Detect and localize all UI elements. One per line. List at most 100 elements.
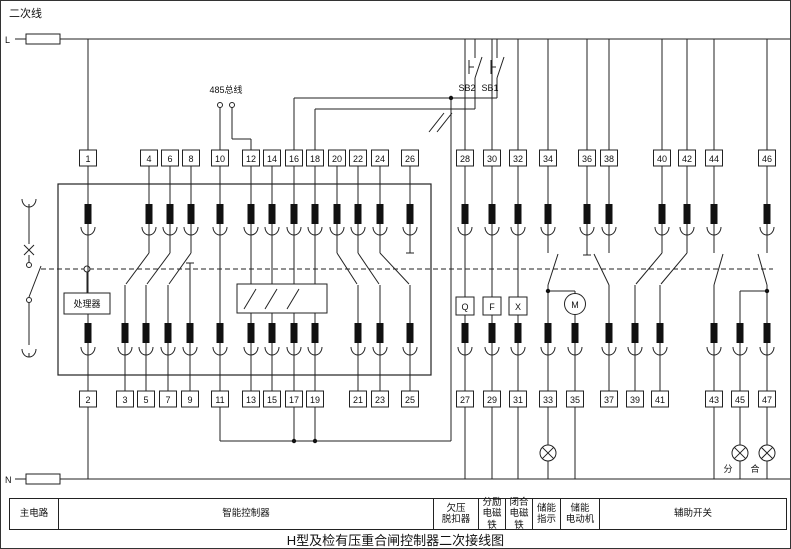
l-drop-wires	[87, 39, 768, 150]
terminal-number: 32	[513, 154, 523, 164]
terminal-number: 27	[460, 395, 470, 405]
socket-arc-icon	[183, 226, 199, 236]
bus-485-node-icon	[217, 102, 223, 108]
plug-pin-icon	[164, 323, 172, 343]
lamp-storage-icon	[539, 444, 557, 462]
socket-arc-icon	[510, 346, 526, 356]
fuse-l	[25, 33, 61, 45]
socket-arc-icon	[540, 346, 556, 356]
controller-internal-wires	[86, 224, 414, 323]
terminal-number: 4	[146, 154, 151, 164]
plug-pin-icon	[216, 204, 224, 224]
plug-pin-icon	[166, 204, 174, 224]
fuse-n	[25, 473, 61, 485]
coil-f-label: F	[489, 302, 495, 312]
diagram-title: H型及检有压重合闸控制器二次接线图	[286, 533, 505, 548]
socket-arc-icon	[510, 226, 526, 236]
terminal-number: 45	[735, 395, 745, 405]
plug-pin-icon	[311, 323, 319, 343]
terminal-number: 41	[655, 395, 665, 405]
socket-arc-icon	[350, 346, 366, 356]
plug-pin-icon	[514, 204, 522, 224]
plug-pin-icon	[583, 204, 591, 224]
legend-smart-controller: 智能控制器	[58, 498, 434, 530]
socket-arc-icon	[457, 226, 473, 236]
terminal-number: 9	[187, 395, 192, 405]
plug-pin-icon	[142, 323, 150, 343]
legend-closing-magnet: 闭合 电磁铁	[505, 497, 533, 531]
lamp-open-label: 分	[723, 464, 732, 474]
socket-arc-icon	[759, 346, 775, 356]
terminal-number: 40	[657, 154, 667, 164]
relay-box	[236, 283, 328, 314]
trip-loop-wires	[219, 98, 452, 442]
terminal-number: 43	[709, 395, 719, 405]
terminal-number: 26	[405, 154, 415, 164]
plug-pin-icon	[354, 204, 362, 224]
plug-pin-icon	[461, 204, 469, 224]
terminal-number: 19	[310, 395, 320, 405]
plug-pin-icon	[406, 204, 414, 224]
socket-arc-icon	[679, 226, 695, 236]
socket-arc-icon	[759, 226, 775, 236]
plug-pin-icon	[605, 323, 613, 343]
pushbutton-sb2-icon	[468, 56, 483, 79]
plug-pin-icon	[544, 323, 552, 343]
linkage-node-icon	[83, 265, 91, 273]
terminal-number: 24	[375, 154, 385, 164]
terminal-number: 8	[188, 154, 193, 164]
socket-arc-icon	[372, 226, 388, 236]
legend-shunt-magnet: 分励 电磁铁	[478, 497, 506, 531]
terminal-number: 37	[604, 395, 614, 405]
terminal-number: 29	[487, 395, 497, 405]
socket-arc-icon	[264, 226, 280, 236]
terminal-number: 34	[543, 154, 553, 164]
plug-pin-icon	[268, 204, 276, 224]
processor-box	[63, 292, 111, 315]
socket-arc-icon	[329, 226, 345, 236]
lamp-close-icon	[758, 444, 776, 462]
terminal-number: 35	[570, 395, 580, 405]
terminal-number: 42	[682, 154, 692, 164]
pushbutton-sb1-icon	[490, 56, 505, 79]
terminal-number: 16	[289, 154, 299, 164]
terminal-number: 3	[122, 395, 127, 405]
breaker-pivot-icon	[26, 297, 32, 303]
coil-x-box	[508, 296, 528, 316]
socket-arc-icon	[601, 346, 617, 356]
terminal-number: 6	[167, 154, 172, 164]
socket-arc-icon	[243, 226, 259, 236]
terminal-number: 17	[289, 395, 299, 405]
sb1-label: SB1	[481, 83, 498, 93]
plug-pin-icon	[311, 204, 319, 224]
plug-pin-icon	[710, 204, 718, 224]
terminal-number: 22	[353, 154, 363, 164]
coil-x-label: X	[515, 302, 521, 312]
socket-arc-icon	[212, 226, 228, 236]
legend-aux-switch: 辅助开关	[599, 498, 787, 530]
plug-pin-icon	[333, 204, 341, 224]
sb2-label: SB2	[458, 83, 475, 93]
socket-arc-icon	[243, 346, 259, 356]
plug-pin-icon	[84, 204, 92, 224]
plug-pin-icon	[290, 204, 298, 224]
socket-arc-icon	[654, 226, 670, 236]
socket-arc-icon	[652, 346, 668, 356]
bus-485-wires	[219, 107, 252, 150]
plug-pin-icon	[763, 323, 771, 343]
lamp-open-icon	[731, 444, 749, 462]
terminal-number: 12	[246, 154, 256, 164]
bus-485-node-icon	[229, 102, 235, 108]
plug-pin-icon	[290, 323, 298, 343]
terminal-number: 11	[215, 395, 224, 405]
plug-pin-icon	[571, 323, 579, 343]
relay-contact-icons	[243, 288, 300, 310]
terminal-number: 25	[405, 395, 415, 405]
terminal-number: 30	[487, 154, 497, 164]
plug-pin-icon	[145, 204, 153, 224]
plug-pin-icon	[216, 323, 224, 343]
plug-pin-icon	[488, 323, 496, 343]
socket-arc-icon	[350, 226, 366, 236]
coil-q-label: Q	[461, 302, 468, 312]
